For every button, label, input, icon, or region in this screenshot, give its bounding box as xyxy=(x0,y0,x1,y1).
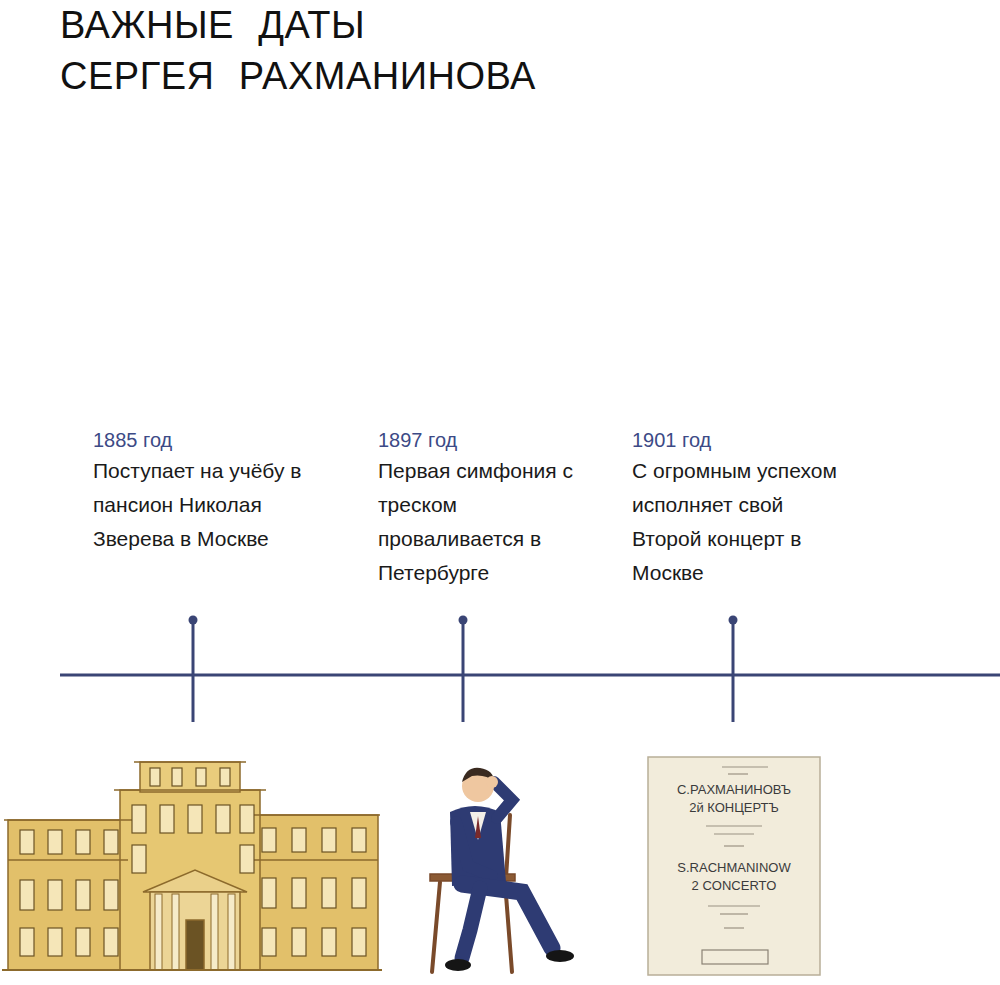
window xyxy=(104,928,118,956)
window xyxy=(150,768,160,786)
timeline-dot xyxy=(729,616,738,625)
print-line xyxy=(708,905,760,906)
timeline-dot xyxy=(459,616,468,625)
window xyxy=(352,928,366,956)
building-wing xyxy=(8,820,128,970)
column xyxy=(155,894,162,970)
window xyxy=(76,830,90,854)
date-label: 1901 год xyxy=(632,428,862,452)
portico xyxy=(150,892,240,970)
print-line xyxy=(720,913,748,914)
building-center xyxy=(120,790,260,970)
event-text: Первая симфония с треском проваливается … xyxy=(378,454,578,590)
chair-back xyxy=(506,815,510,878)
column xyxy=(172,894,179,970)
timeline-tick xyxy=(462,620,465,722)
window xyxy=(76,928,90,956)
arm xyxy=(494,782,512,818)
window xyxy=(220,768,230,786)
portico-pediment xyxy=(143,870,247,892)
date-label: 1885 год xyxy=(93,428,323,452)
window xyxy=(292,828,306,852)
building-picture xyxy=(2,762,382,970)
timeline-tick xyxy=(732,620,735,722)
shoe xyxy=(546,950,574,962)
print-line xyxy=(722,766,768,767)
building-rotunda xyxy=(140,762,240,792)
score-text: 2 CONCERTO xyxy=(650,878,818,894)
window xyxy=(104,830,118,854)
window xyxy=(48,830,62,854)
window xyxy=(132,805,146,833)
door xyxy=(186,920,204,970)
window xyxy=(322,878,336,908)
diagram-title: ВАЖНЫЕ ДАТЫ СЕРГЕЯ РАХМАНИНОВА xyxy=(60,0,541,102)
window xyxy=(20,880,34,910)
window xyxy=(20,928,34,956)
timeline-tick xyxy=(192,620,195,722)
suit-limbs xyxy=(456,782,552,958)
shirt xyxy=(470,812,486,840)
window xyxy=(240,805,254,833)
tie xyxy=(475,816,481,838)
score-cover xyxy=(648,757,820,975)
publisher-box xyxy=(702,950,768,964)
print-line xyxy=(706,825,762,826)
score-text: С.РАХМАНИНОВЪ xyxy=(650,782,818,798)
chair-leg xyxy=(432,882,440,972)
window xyxy=(322,928,336,956)
print-line xyxy=(728,773,748,774)
window xyxy=(104,880,118,910)
window xyxy=(188,805,202,833)
window xyxy=(20,830,34,854)
window xyxy=(240,845,254,873)
window xyxy=(216,805,230,833)
event-text: С огромным успехом исполняет свой Второй… xyxy=(632,454,847,590)
score-text: 2й КОНЦЕРТЪ xyxy=(650,800,818,816)
print-line xyxy=(714,833,754,834)
timeline-dot xyxy=(189,616,198,625)
window xyxy=(48,880,62,910)
window xyxy=(132,845,146,873)
event-text: Поступает на учёбу в пансион Николая Зве… xyxy=(93,454,308,556)
hand xyxy=(486,776,498,788)
window xyxy=(160,805,174,833)
score-text: S.RACHMANINOW xyxy=(650,860,818,876)
print-line xyxy=(724,845,744,846)
window xyxy=(48,928,62,956)
date-label: 1897 год xyxy=(378,428,608,452)
ground-line xyxy=(2,969,382,971)
score-picture xyxy=(648,757,820,975)
arm xyxy=(456,822,492,876)
leg xyxy=(462,888,480,958)
shoe xyxy=(445,959,471,971)
window xyxy=(352,828,366,852)
window xyxy=(322,828,336,852)
window xyxy=(262,878,276,908)
column xyxy=(228,894,235,970)
print-line xyxy=(724,927,744,928)
building-wing xyxy=(250,815,378,970)
window xyxy=(352,878,366,908)
timeline xyxy=(60,616,1000,723)
window xyxy=(76,880,90,910)
window xyxy=(196,768,206,786)
window xyxy=(262,928,276,956)
window xyxy=(262,828,276,852)
window xyxy=(172,768,182,786)
window xyxy=(292,878,306,908)
window xyxy=(292,928,306,956)
composer-picture xyxy=(430,768,574,972)
timeline-axis xyxy=(60,674,1000,677)
portico-columns xyxy=(155,894,235,970)
building-cornice xyxy=(4,762,380,860)
column xyxy=(211,894,218,970)
